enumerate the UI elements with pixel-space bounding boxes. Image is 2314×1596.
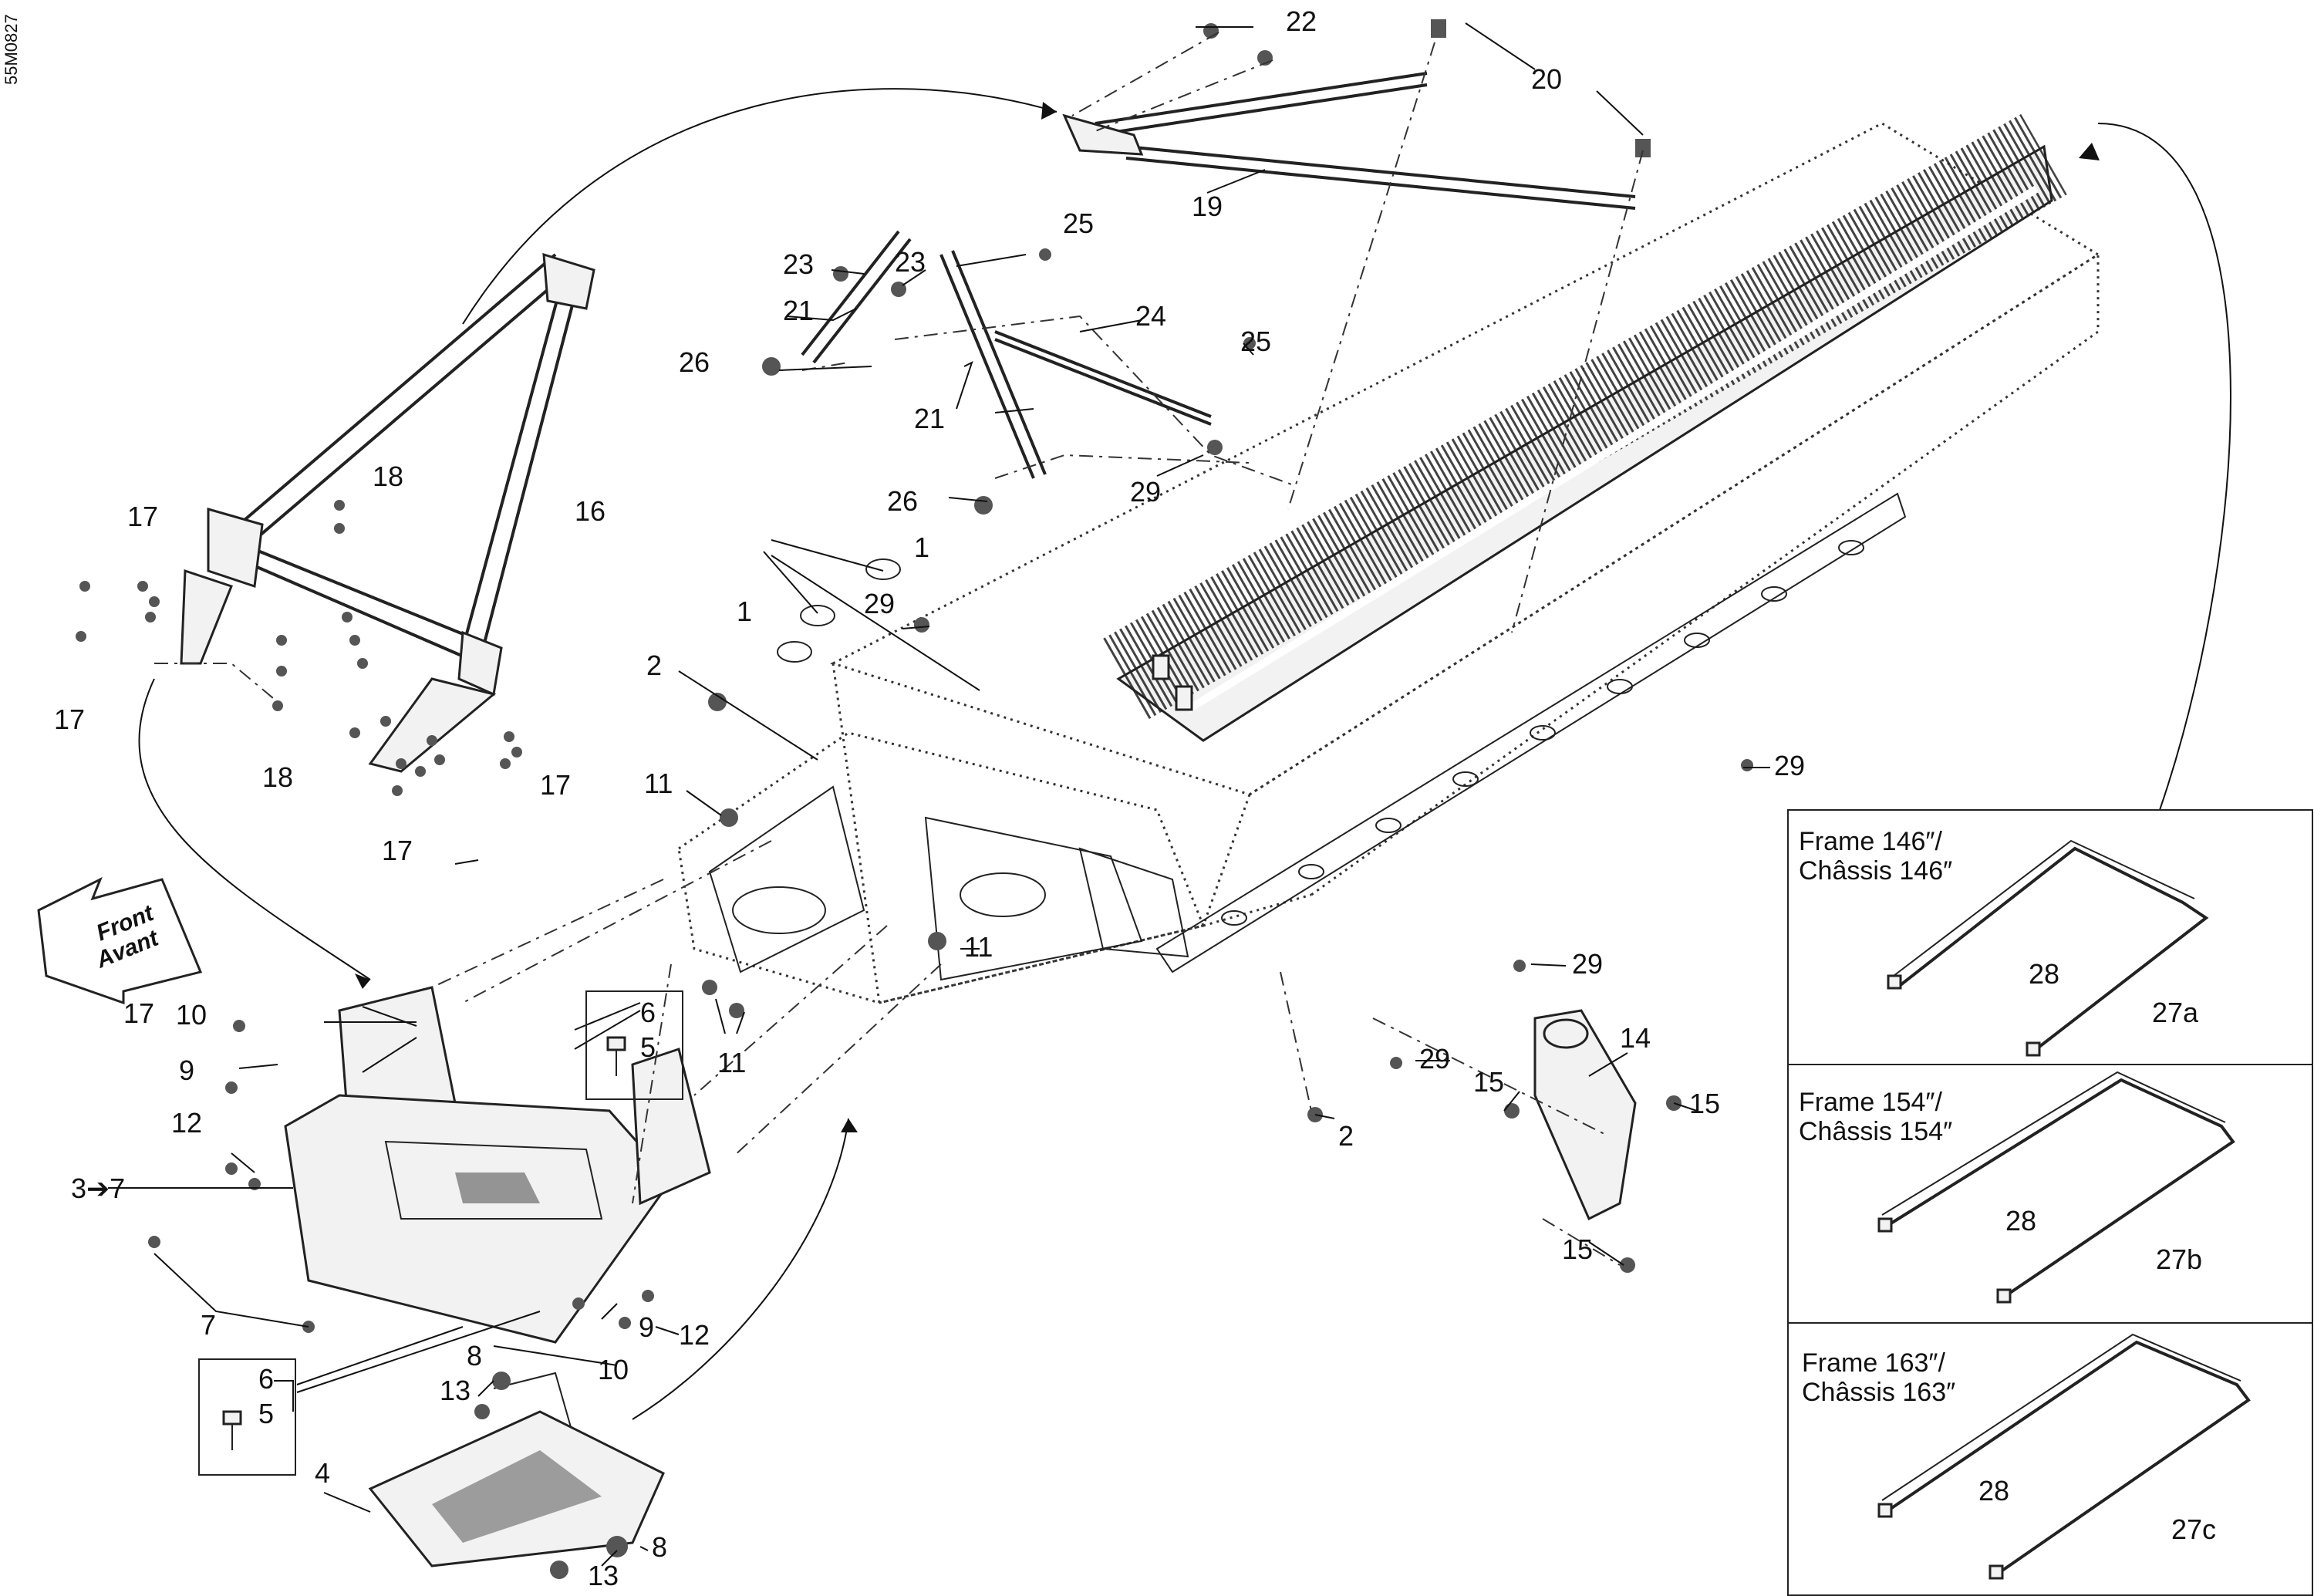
callout-3-to-7: 3➔7 (71, 1173, 125, 1204)
callout-1: 1 (914, 531, 929, 563)
tunnel-slots (1221, 540, 1864, 926)
callout-29: 29 (1572, 948, 1603, 980)
callout-2: 2 (646, 650, 662, 681)
inset-146: Frame 146″/ Châssis 146″ 28 27a (1799, 827, 2209, 1057)
flow-arrows (138, 88, 2231, 1420)
frame-length-insets: Frame 146″/ Châssis 146″ 28 27a Frame 15… (1787, 809, 2313, 1596)
callout-1: 1 (737, 596, 752, 627)
callout-21: 21 (783, 295, 814, 326)
callout-25: 25 (1240, 326, 1271, 357)
callout-21: 21 (914, 403, 945, 434)
callout-11: 11 (644, 768, 673, 799)
callout-5: 5 (258, 1398, 274, 1429)
callout-29: 29 (1419, 1043, 1450, 1075)
callout-29: 29 (1774, 750, 1805, 781)
callout-10: 10 (176, 999, 207, 1031)
washers (777, 558, 901, 663)
callout-28: 28 (2029, 958, 2059, 990)
callout-24: 24 (1135, 300, 1166, 332)
inset-title-line1: Frame 146″/ (1799, 827, 1942, 856)
callout-17: 17 (127, 501, 158, 532)
callout-23: 23 (783, 248, 814, 280)
callout-19: 19 (1192, 191, 1223, 222)
inset-title-line2: Châssis 154″ (1799, 1117, 1952, 1146)
callout-14: 14 (1620, 1022, 1651, 1054)
callout-27b: 27b (2156, 1243, 2202, 1275)
callout-15: 15 (1473, 1066, 1504, 1098)
upper-a-frame (180, 252, 595, 773)
callout-20: 20 (1531, 63, 1562, 95)
callout-13: 13 (588, 1560, 619, 1591)
inset-154: Frame 154″/ Châssis 154″ 28 27b (1799, 1071, 2235, 1304)
callout-6: 6 (640, 997, 656, 1028)
inset-title-line1: Frame 163″/ (1802, 1348, 1945, 1378)
callout-8: 8 (467, 1340, 482, 1372)
inset-title-line2: Châssis 146″ (1799, 856, 1952, 886)
front-bulkhead (284, 986, 711, 1344)
callout-12: 12 (171, 1107, 202, 1139)
callout-22: 22 (1286, 5, 1317, 37)
heat-exchanger (1103, 113, 2067, 742)
callout-29: 29 (864, 588, 895, 619)
callout-25: 25 (1063, 208, 1094, 239)
rod-assemblies (801, 72, 1636, 479)
callout-5: 5 (640, 1031, 656, 1063)
callout-23: 23 (895, 246, 926, 278)
callout-28: 28 (2005, 1205, 2036, 1237)
callout-11: 11 (717, 1047, 746, 1078)
callout-27c: 27c (2171, 1513, 2216, 1545)
callout-17: 17 (123, 997, 154, 1029)
lower-bracket (368, 1372, 665, 1567)
callout-6: 6 (258, 1363, 274, 1395)
callout-15: 15 (1562, 1233, 1593, 1265)
callout-15: 15 (1689, 1088, 1720, 1119)
detail-box-upper: 6 5 (585, 990, 683, 1100)
callout-17: 17 (54, 704, 85, 735)
callout-18: 18 (373, 461, 403, 492)
callout-9: 9 (639, 1311, 654, 1343)
callout-26: 26 (679, 346, 710, 378)
callout-11: 11 (964, 931, 993, 963)
callout-12: 12 (679, 1319, 710, 1351)
callout-16: 16 (575, 495, 605, 527)
inset-title-line1: Frame 154″/ (1799, 1088, 1942, 1117)
callout-27a: 27a (2152, 997, 2199, 1028)
callout-numbers: 22 20 19 23 23 25 21 24 26 25 21 29 26 1… (54, 5, 1805, 1591)
callout-18: 18 (262, 761, 293, 793)
front-direction-arrow: Front Avant (37, 876, 203, 1005)
callout-29: 29 (1130, 476, 1161, 508)
tunnel-frame (677, 122, 2100, 1004)
callout-7: 7 (201, 1309, 216, 1341)
callout-4: 4 (315, 1457, 330, 1489)
callout-8: 8 (652, 1531, 667, 1563)
inset-163: Frame 163″/ Châssis 163″ 28 27c (1802, 1333, 2251, 1580)
callout-10: 10 (598, 1354, 629, 1385)
callout-9: 9 (179, 1054, 194, 1086)
callout-26: 26 (887, 485, 918, 517)
callout-17: 17 (540, 769, 571, 801)
detail-box-lower: 6 5 (198, 1358, 296, 1476)
inset-title-line2: Châssis 163″ (1802, 1378, 1955, 1407)
callout-2: 2 (1338, 1120, 1354, 1152)
callout-13: 13 (440, 1375, 471, 1406)
drawing-reference: 55M0827 (2, 14, 21, 85)
callout-28: 28 (1978, 1475, 2009, 1507)
callout-17: 17 (382, 835, 413, 866)
